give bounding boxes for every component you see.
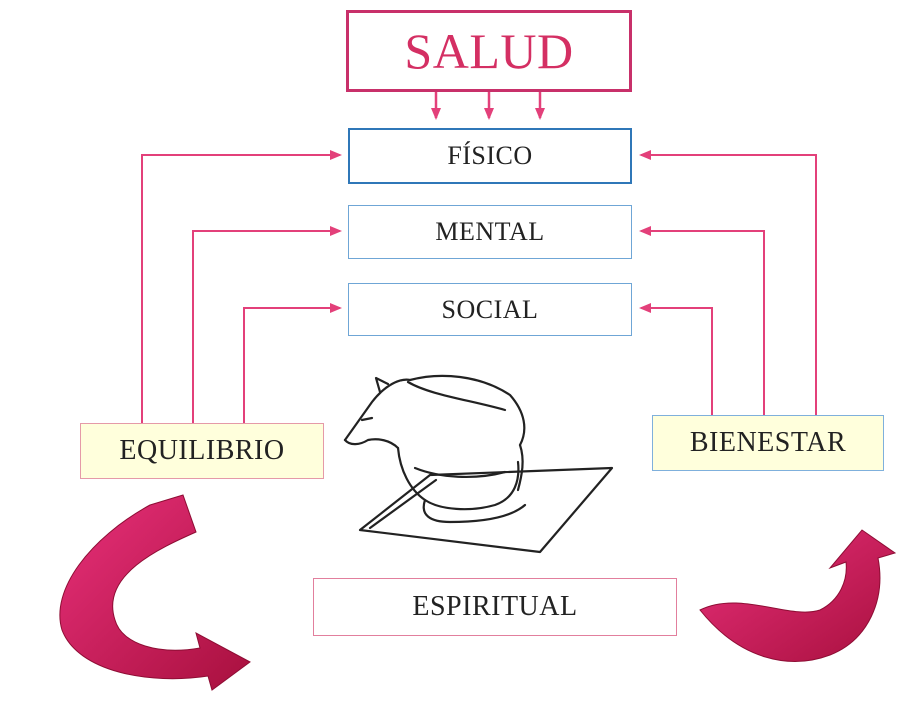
concept-equilibrio: EQUILIBRIO — [80, 423, 324, 479]
concept-bienestar: BIENESTAR — [652, 415, 884, 471]
dimension-social: SOCIAL — [348, 283, 632, 336]
dimension-fisico: FÍSICO — [348, 128, 632, 184]
right-curved-arrow — [699, 529, 897, 662]
equilibrio-connectors — [141, 150, 342, 423]
concept-espiritual: ESPIRITUAL — [313, 578, 677, 636]
dimension-mental: MENTAL — [348, 205, 632, 259]
left-curved-arrow — [59, 494, 251, 691]
chess-knight-icon — [343, 374, 614, 554]
bienestar-connectors — [639, 150, 817, 415]
title-salud: SALUD — [346, 10, 632, 92]
salud-to-fisico-arrows — [431, 92, 545, 120]
